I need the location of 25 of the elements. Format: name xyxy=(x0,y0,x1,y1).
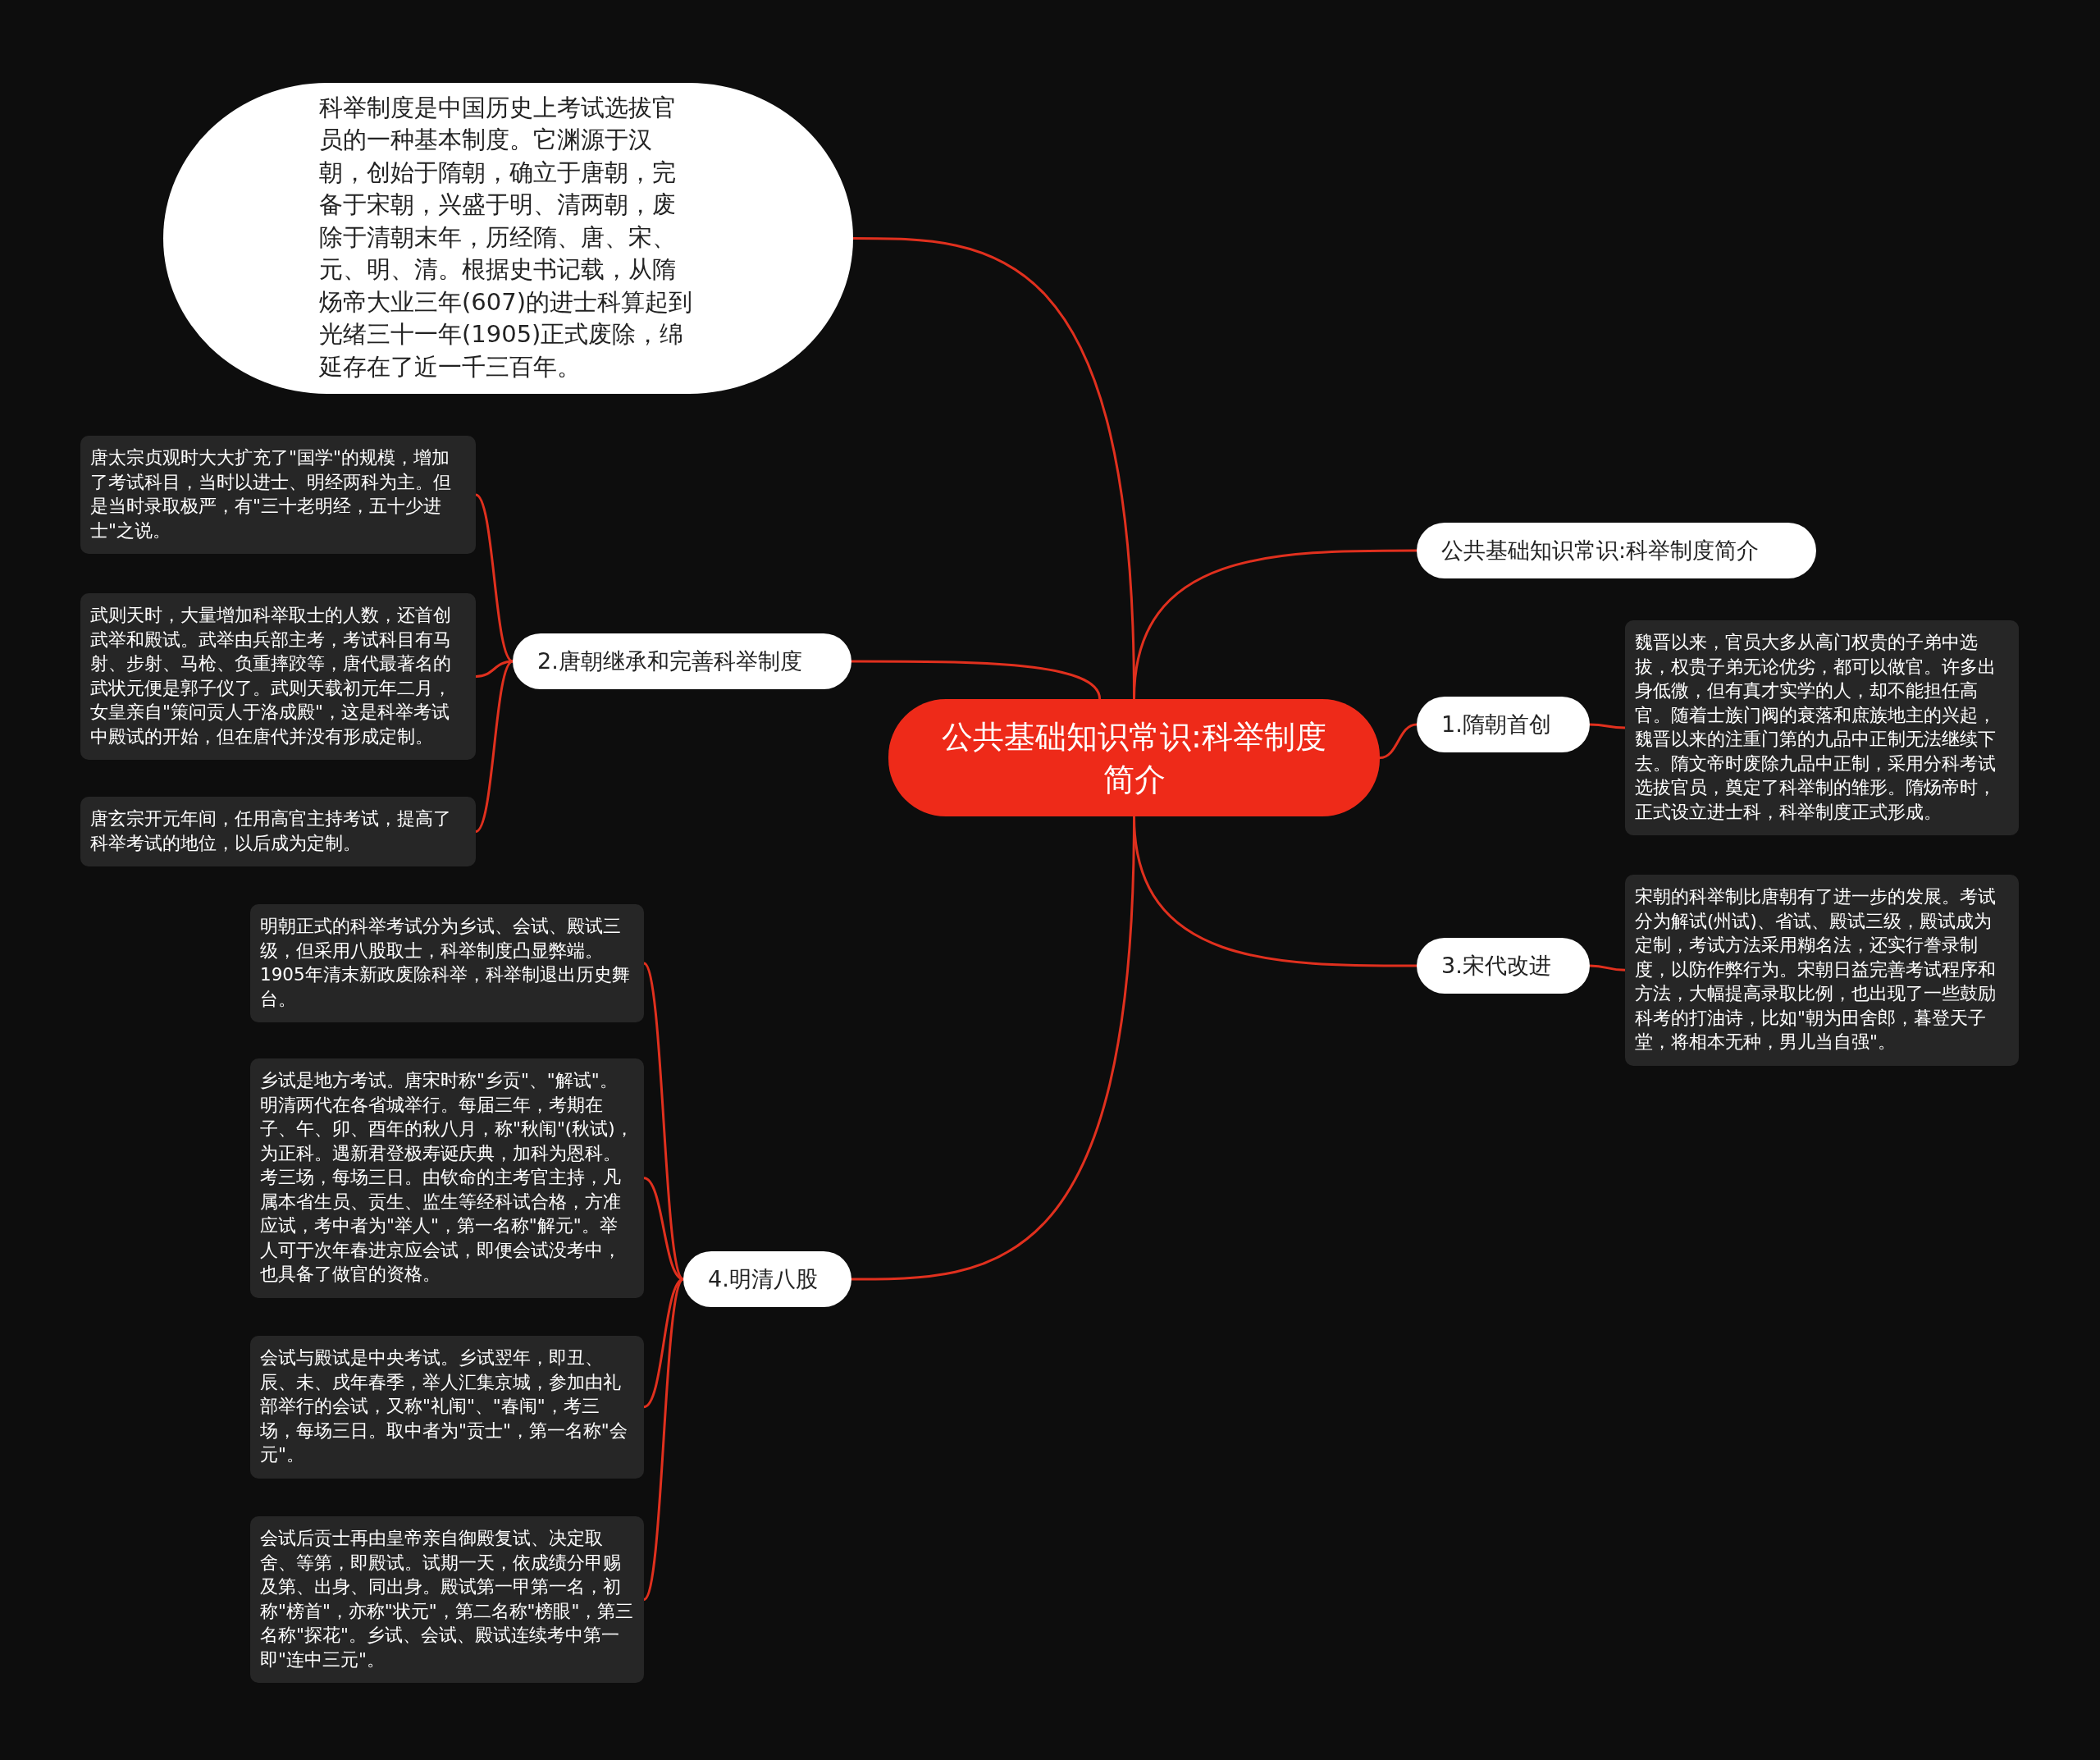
note-card: 乡试是地方考试。唐宋时称"乡贡"、"解试"。明清两代在各省城举行。每届三年，考期在子、午、卯、酉年的秋八月，称"秋闱"(秋试)，为正科。遇新君登极寿诞庆典，加科为恩科。考三场，每场三日。由钦命的主考官主持，凡属本省生员、贡生、监生等经科试合格，方准应试，考中者为"举人"，第一名称"解元"。举人可于次年春进京应会试，即便会试没考中，也具备了做官的资格。 xyxy=(250,1058,644,1298)
note-card: 会试与殿试是中央考试。乡试翌年，即丑、辰、未、戌年春季，举人汇集京城，参加由礼部举行的会试，又称"礼闱"、"春闱"，考三场，每场三日。取中者为"贡士"，第一名称"会元"。 xyxy=(250,1336,644,1479)
connector-line xyxy=(642,1278,685,1601)
connector-line xyxy=(475,660,514,833)
central-topic: 公共基础知识常识:科举制度简介 xyxy=(888,699,1380,816)
topic-pill: 公共基础知识常识:科举制度简介 xyxy=(1417,523,1816,578)
note-card: 唐太宗贞观时大大扩充了"国学"的规模，增加了考试科目，当时以进士、明经两科为主。但是当时录取极严，有"三十老明经，五十少进士"之说。 xyxy=(80,436,476,554)
note-card: 明朝正式的科举考试分为乡试、会试、殿试三级，但采用八股取士，科举制度凸显弊端。1905年清末新政废除科举，科举制退出历史舞台。 xyxy=(250,904,644,1022)
topic-pill: 4.明清八股 xyxy=(683,1251,851,1307)
note-card: 会试后贡士再由皇帝亲自御殿复试、决定取舍、等第，即殿试。试期一天，依成绩分甲赐及第、出身、同出身。殿试第一甲第一名，初称"榜首"，亦称"状元"，第二名称"榜眼"，第三名称"探花"。乡试、会试、殿试连续考中第一即"连中三元"。 xyxy=(250,1516,644,1683)
connector-line xyxy=(1589,964,1626,971)
connector-line xyxy=(851,816,1135,1281)
topic-pill: 1.隋朝首创 xyxy=(1417,697,1590,752)
note-card: 宋朝的科举制比唐朝有了进一步的发展。考试分为解试(州试)、省试、殿试三级，殿试成为定制，考试方法采用糊名法，还实行誊录制度，以防作弊行为。宋朝日益完善考试程序和方法，大幅提高录取比例，也出现了一些鼓励科考的打油诗，比如"朝为田舍郎，暮登天子堂，将相本无种，男儿当自强"。 xyxy=(1625,875,2019,1066)
connector-line xyxy=(1133,549,1417,700)
connector-line xyxy=(1379,723,1418,759)
connector-line xyxy=(475,493,514,663)
connector-line xyxy=(1589,723,1626,729)
connector-line xyxy=(851,660,1101,700)
topic-pill: 3.宋代改进 xyxy=(1417,938,1590,994)
topic-pill: 2.唐朝继承和完善科举制度 xyxy=(513,633,851,689)
note-card: 魏晋以来，官员大多从高门权贵的子弟中选拔，权贵子弟无论优劣，都可以做官。许多出身低微，但有真才实学的人，却不能担任高官。随着士族门阀的衰落和庶族地主的兴起，魏晋以来的注重门第的九品中正制无法继续下去。隋文帝时废除九品中正制，采用分科考试选拔官员，奠定了科举制的雏形。隋炀帝时，正式设立进士科，科举制度正式形成。 xyxy=(1625,620,2019,835)
note-card: 唐玄宗开元年间，任用高官主持考试，提高了科举考试的地位，以后成为定制。 xyxy=(80,797,476,866)
note-card: 武则天时，大量增加科举取士的人数，还首创武举和殿试。武举由兵部主考，考试科目有马射、步射、马枪、负重摔跤等，唐代最著名的武状元便是郭子仪了。武则天载初元年二月，女皇亲自"策问贡人于洛成殿"，这是科举考试中殿试的开始，但在唐代并没有形成定制。 xyxy=(80,593,476,760)
summary-bubble: 科举制度是中国历史上考试选拔官员的一种基本制度。它渊源于汉朝，创始于隋朝，确立于唐朝，完备于宋朝，兴盛于明、清两朝，废除于清朝末年，历经隋、唐、宋、元、明、清。根据史书记载，从隋炀帝大业三年(607)的进士科算起到光绪三十一年(1905)正式废除，绵延存在了近一千三百年。 xyxy=(163,83,853,394)
